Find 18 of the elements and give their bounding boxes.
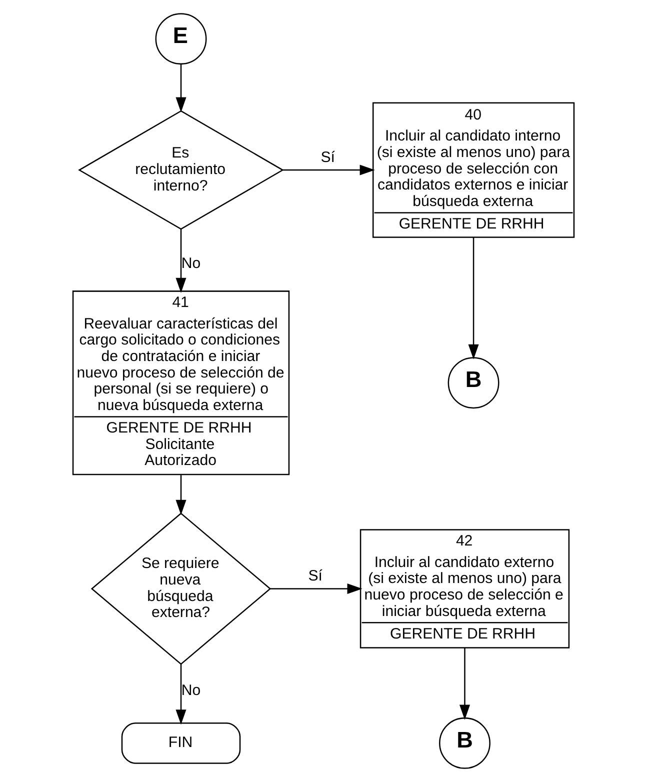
arrow xyxy=(270,583,362,594)
node-box: FIN xyxy=(120,722,240,764)
arrow xyxy=(175,475,186,515)
arrow xyxy=(468,237,478,360)
edge-label: Sí xyxy=(320,148,335,166)
node-circle: E xyxy=(154,13,206,65)
node-circle: B xyxy=(438,717,490,769)
arrow xyxy=(175,664,186,725)
node-diamond: Es reclutamiento interno? xyxy=(78,110,284,230)
arrow xyxy=(175,229,186,293)
arrow xyxy=(458,648,470,720)
edge-label: No xyxy=(180,682,200,699)
node-diamond: Se requiere nueva búsqueda externa? xyxy=(90,512,271,665)
edge-label: Sí xyxy=(308,568,322,585)
arrow xyxy=(175,64,186,112)
node-circle: B xyxy=(447,357,499,409)
arrow xyxy=(282,164,374,176)
edge-label: No xyxy=(180,255,200,272)
